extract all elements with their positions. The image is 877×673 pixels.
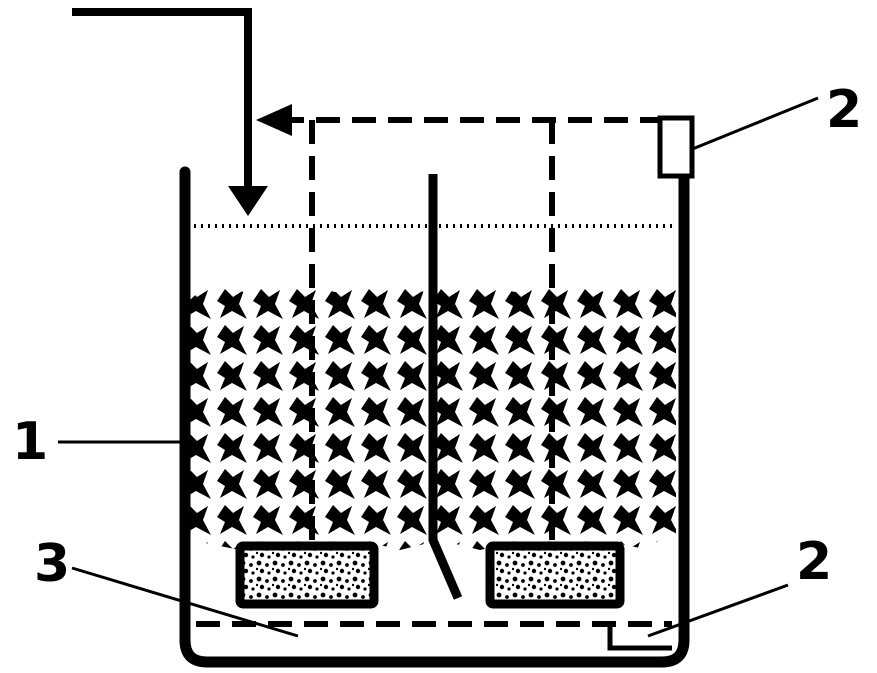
leader-line-sensor-bottom <box>647 583 789 638</box>
sensor-bottom <box>607 624 672 651</box>
leader-line-carrier-bed <box>71 566 299 638</box>
callout-label-sensor-top: 2 <box>826 80 863 140</box>
callout-label-carrier-bed: 3 <box>34 534 71 594</box>
diffuser-left <box>235 541 379 609</box>
leader-line-sensor-top <box>689 96 819 152</box>
recirculation-arrow-head <box>256 104 292 136</box>
central-baffle <box>428 174 463 600</box>
tank-body <box>179 166 690 668</box>
inlet-arrow-head <box>228 186 268 216</box>
callout-label-sensor-bottom: 2 <box>796 532 833 592</box>
callout-label-tank: 1 <box>12 412 49 472</box>
sensor-top <box>657 115 695 179</box>
diffuser-right <box>485 541 625 609</box>
inlet-pipe <box>72 8 252 188</box>
